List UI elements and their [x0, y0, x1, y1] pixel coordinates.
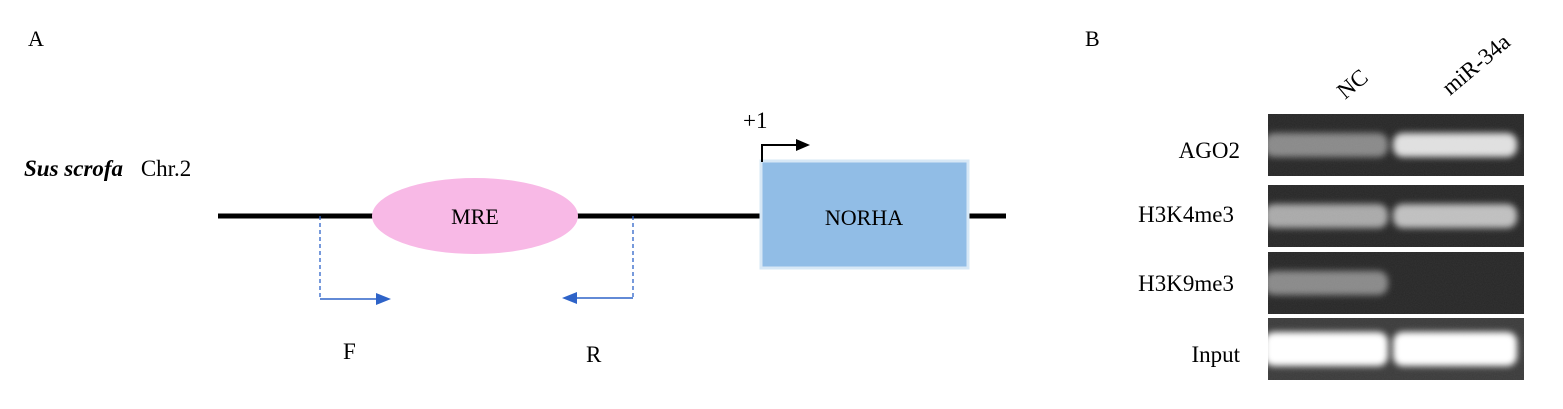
reverse-primer-label: R	[586, 342, 602, 367]
tss-label: +1	[743, 108, 767, 133]
band-input-mir-34a	[1393, 332, 1517, 366]
forward-primer-arrow	[319, 216, 391, 305]
gel-image	[1264, 114, 1524, 380]
band-ago2-nc	[1264, 133, 1388, 157]
tss-arrow	[761, 139, 810, 162]
band-h3k4me3-mir-34a	[1393, 204, 1517, 228]
norha-gene-box	[759, 159, 970, 270]
norha-label: NORHA	[825, 205, 903, 230]
row-label-h3k4me3: H3K4me3	[1138, 202, 1234, 227]
forward-primer-label: F	[343, 339, 356, 364]
mre-label: MRE	[451, 204, 499, 229]
panel-b-label: B	[1085, 26, 1100, 51]
species-name: Sus scrofa	[24, 156, 123, 181]
chromosome-name: Chr.2	[141, 156, 191, 181]
mre-element	[372, 178, 578, 254]
column-label-nc: NC	[1332, 64, 1373, 104]
band-ago2-mir-34a	[1393, 133, 1517, 157]
row-label-input: Input	[1191, 342, 1240, 367]
band-input-nc	[1264, 332, 1388, 366]
panel-a: A Sus scrofa Chr.2 MRE NORHA +1 F	[24, 26, 1006, 367]
row-label-ago2: AGO2	[1179, 138, 1240, 163]
panel-a-label: A	[28, 26, 44, 51]
band-h3k4me3-nc	[1264, 204, 1388, 228]
row-label-h3k9me3: H3K9me3	[1138, 271, 1234, 296]
reverse-primer-arrow	[562, 216, 634, 304]
column-label-mir-34a: miR-34a	[1437, 29, 1515, 100]
species-label: Sus scrofa Chr.2	[24, 156, 191, 181]
band-h3k9me3-nc	[1264, 271, 1388, 295]
panel-b: B NC miR-34a AGO2 H3K4me3 H3K9me3 Input	[1085, 26, 1524, 380]
